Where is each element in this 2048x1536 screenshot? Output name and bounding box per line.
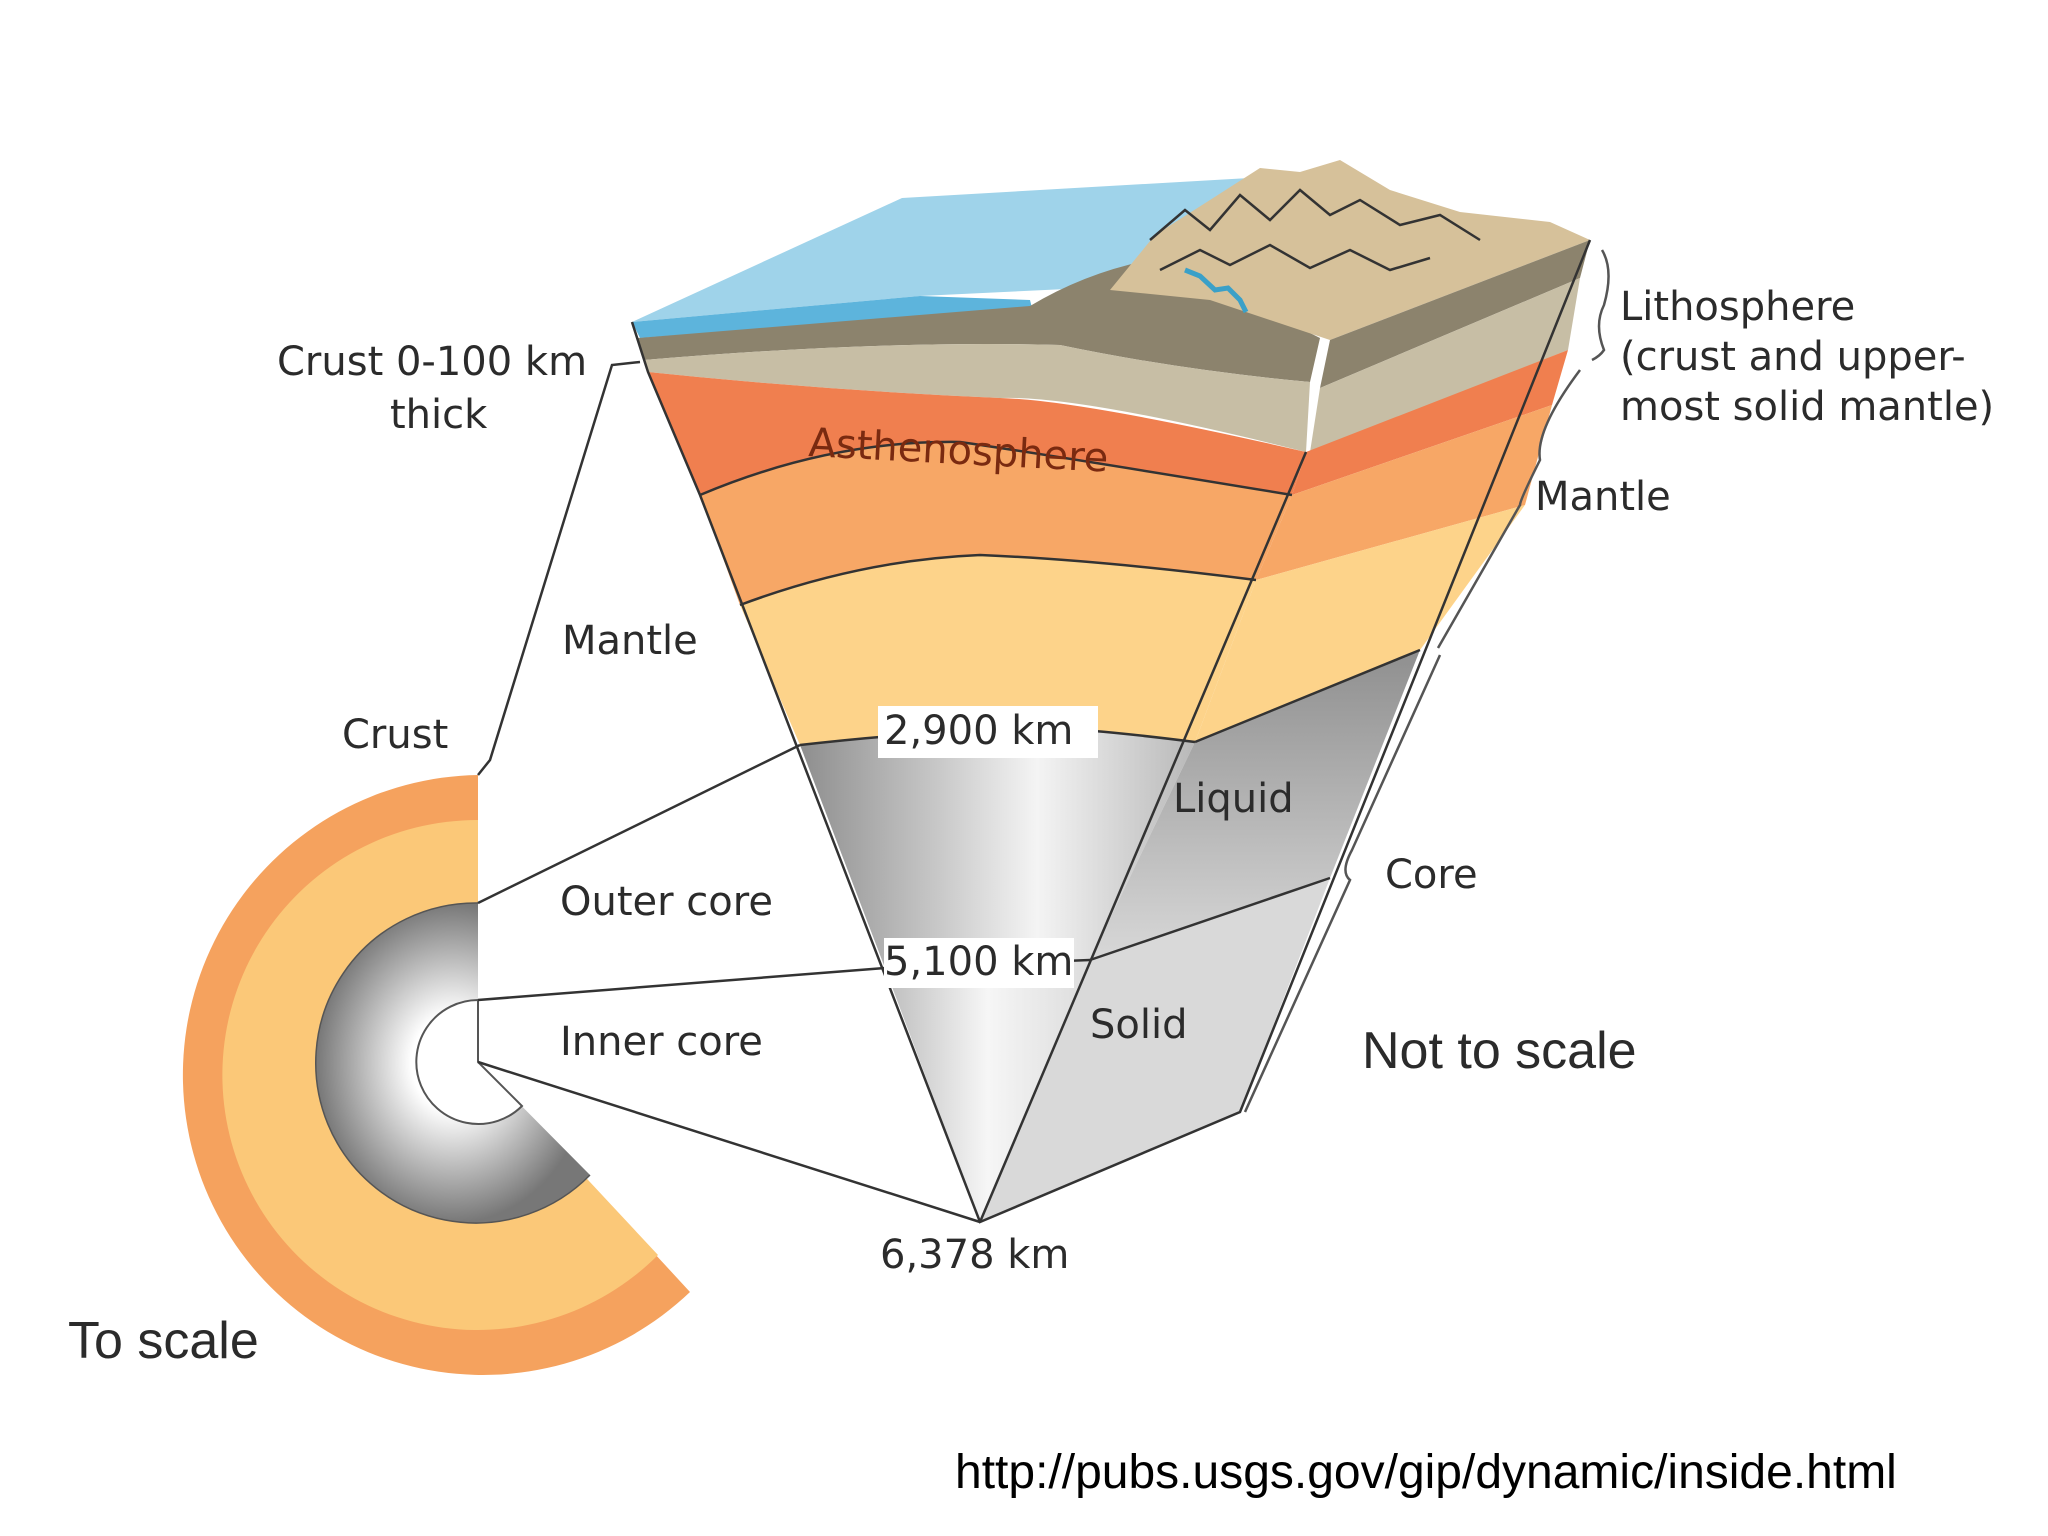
scale-inner-core [415,998,524,1125]
connector-lines [477,360,981,1224]
crust-thickness-label: Crust 0-100 km [277,339,587,385]
side-outer-core [1090,650,1420,960]
lithosphere-label-3: most solid mantle) [1620,384,1994,430]
depth-2900-label: 2,900 km [884,708,1073,754]
lithosphere-label-2: (crust and upper- [1620,334,1966,380]
core-right-label: Core [1385,852,1478,898]
outer-core-label: Outer core [560,879,773,925]
ocean-edge [632,296,1032,338]
crust-light-band [644,344,1310,452]
not-to-scale-label: Not to scale [1362,1022,1637,1080]
river [1184,267,1249,314]
lithosphere-label: Lithosphere [1620,284,1855,330]
depth-5100-label: 5,100 km [884,939,1073,985]
source-url: http://pubs.usgs.gov/gip/dynamic/inside.… [955,1446,1897,1499]
land-side-dark [1320,240,1590,388]
inner-core-label: Inner core [560,1019,763,1065]
depth-6378-label: 6,378 km [880,1232,1069,1278]
liquid-label: Liquid [1173,776,1294,822]
asthenosphere-layer [648,372,1306,495]
inner-core-layer [885,960,1090,1222]
right-braces [1243,249,1610,1113]
mantle-mid-layer [700,441,1292,605]
solid-label: Solid [1090,1002,1187,1048]
to-scale-label: To scale [68,1312,259,1370]
outer-core-layer [800,728,1195,968]
land-side-light [1310,278,1580,452]
crust-label: Crust [342,712,448,758]
cutaway-wedge [630,160,1592,1224]
to-scale-section [182,775,690,1375]
crust-thickness-label-2: thick [390,392,488,438]
label-box-5100 [884,938,1074,988]
side-asthenosphere [1292,350,1568,495]
mantle-low-layer [740,555,1256,745]
label-box-2900 [878,706,1098,758]
side-inner-core [980,878,1330,1222]
side-mantle-low [1195,505,1525,742]
mantle-left-label: Mantle [562,618,698,664]
mantle-right-label: Mantle [1535,474,1671,520]
side-mantle-mid [1256,405,1552,580]
